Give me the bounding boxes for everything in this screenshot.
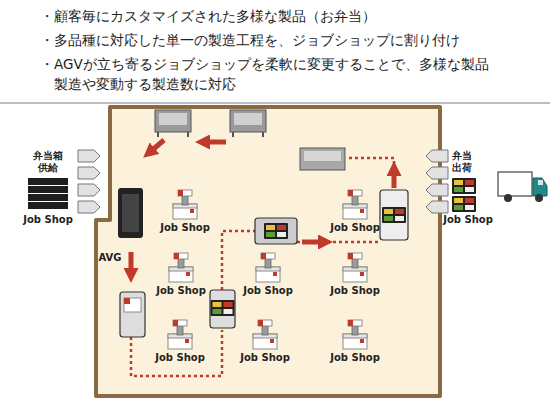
- station-label: Job Shop: [330, 222, 380, 234]
- agv-route: [131, 140, 394, 376]
- station-label: Job Shop: [160, 222, 210, 234]
- station-label: Job Shop: [243, 285, 293, 297]
- station-label: Job Shop: [330, 285, 380, 297]
- bullet-text: ・顧客毎にカスタマイズされた多様な製品（お弁当）: [40, 6, 550, 26]
- area-label: 弁当 出荷: [450, 150, 474, 174]
- job-shop-robots: [168, 190, 367, 349]
- factory-floor: [96, 107, 440, 396]
- station-label: Job Shop: [156, 285, 206, 297]
- area-label: 弁当箱 供給: [31, 150, 65, 174]
- station-label: Job Shop: [330, 352, 380, 364]
- shipping-area: [426, 150, 547, 213]
- station-label: Job Shop: [155, 352, 205, 364]
- supply-area: [28, 150, 100, 213]
- bullet-text: ・多品種に対応した単一の製造工程を、ジョブショップに割り付け: [40, 30, 550, 50]
- station-label: Job Shop: [240, 352, 290, 364]
- agv-label: AVG: [98, 252, 121, 264]
- station-label: Job Shop: [443, 214, 493, 226]
- bullet-text: ・AGVが立ち寄るジョブショップを柔軟に変更することで、多様な製品 製造や変動す…: [40, 54, 544, 94]
- agvs: [118, 188, 408, 337]
- separator-line: [0, 102, 550, 104]
- machines: [155, 110, 345, 170]
- station-label: Job Shop: [23, 214, 73, 226]
